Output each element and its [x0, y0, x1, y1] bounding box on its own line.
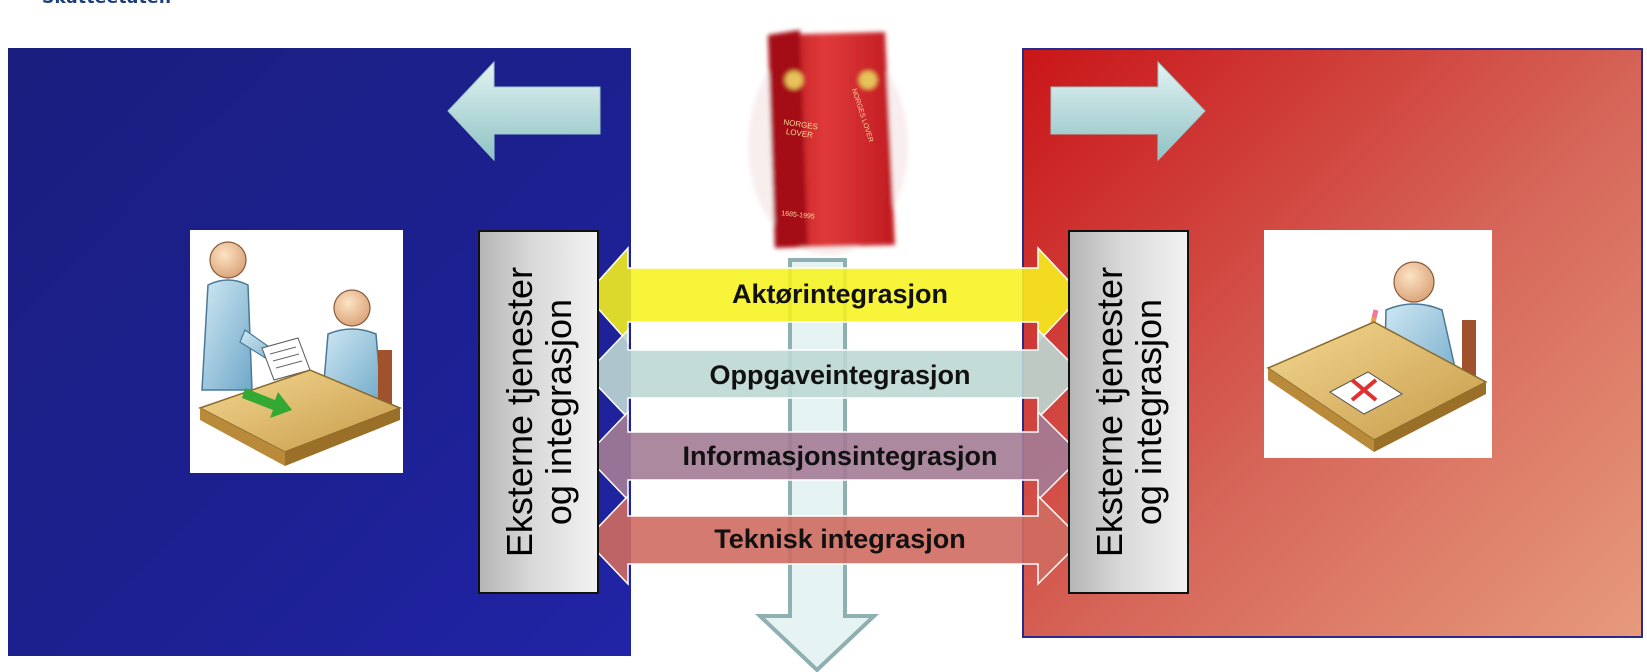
left-external-services-label: Eksterne tjenester og integrasjon [498, 266, 579, 558]
right-external-services-label: Eksterne tjenester og integrasjon [1088, 266, 1169, 558]
brand-logo-text: Skatteetaten [42, 0, 171, 8]
arrow-left-icon [447, 60, 601, 162]
band-label-informasjonsintegrasjon: Informasjonsintegrasjon [682, 441, 998, 471]
person-writing-icon [1266, 261, 1488, 452]
arrow-right-icon [1050, 60, 1206, 162]
worker-illustration [1264, 230, 1492, 458]
band-label-teknisk-integrasjon: Teknisk integrasjon [714, 524, 966, 554]
right-external-services-box: Eksterne tjenester og integrasjon [1068, 230, 1189, 594]
left-external-services-box: Eksterne tjenester og integrasjon [478, 230, 599, 594]
meeting-people-icon [198, 241, 403, 466]
band-label-oppgaveintegrasjon: Oppgaveintegrasjon [709, 360, 971, 390]
meeting-illustration [190, 230, 403, 473]
band-label-aktorintegrasjon: Aktørintegrasjon [731, 279, 949, 309]
